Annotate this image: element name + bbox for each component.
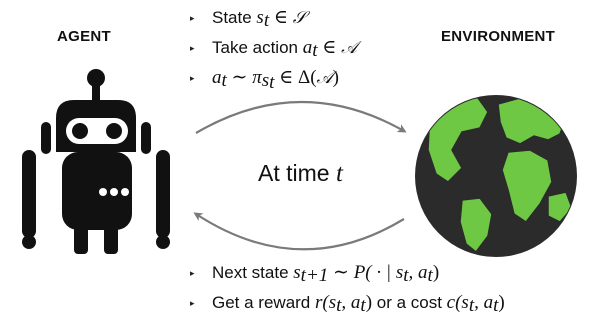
- state-set: 𝒮: [292, 8, 306, 28]
- cost-comma: , a: [474, 292, 494, 313]
- next-state-var: s: [293, 262, 301, 283]
- next-state-label: Next state: [212, 263, 294, 282]
- bullet-icon: ▸: [190, 73, 195, 83]
- list-item-action: ▸ Take action at ∈ 𝒜: [188, 33, 357, 63]
- reward-a-sub: t: [360, 295, 366, 316]
- robot-eye-pupils: [72, 123, 122, 139]
- policy-pi: π: [252, 67, 262, 88]
- policy-var: a: [212, 67, 222, 88]
- reward-label: Get a reward: [212, 293, 315, 312]
- next-state-sub: t+1: [300, 265, 329, 286]
- robot-panel-dots: [99, 188, 129, 196]
- cost-s-sub: t: [468, 295, 475, 316]
- cost-expr: c(s: [446, 292, 469, 313]
- policy-sub: t: [221, 70, 227, 91]
- time-label: At time t: [258, 160, 343, 188]
- list-item-next-state: ▸ Next state st+1 ∼ P( · | st, at): [188, 258, 505, 288]
- bullet-icon: ▸: [190, 298, 195, 308]
- list-item-reward: ▸ Get a reward r(st, at) or a cost c(st,…: [188, 288, 505, 318]
- policy-set: 𝒜: [316, 68, 333, 88]
- next-state-close: ): [432, 262, 440, 283]
- reward-comma: , a: [341, 292, 361, 313]
- arrow-agent-to-environment: [195, 100, 407, 134]
- arrow-environment-to-agent: [193, 212, 405, 251]
- list-item-state: ▸ State st ∈ 𝒮: [188, 3, 357, 33]
- action-sub: t: [312, 40, 318, 61]
- bullet-icon: ▸: [190, 43, 195, 53]
- next-state-expr: ∼ P( · | s: [328, 262, 404, 283]
- robot-icon: [22, 69, 170, 254]
- agent-title: AGENT: [57, 28, 111, 45]
- state-var: s: [256, 7, 264, 28]
- list-item-policy: ▸ at ∼ πst ∈ Δ(𝒜): [188, 63, 357, 93]
- policy-close: ): [332, 67, 339, 88]
- bullet-icon: ▸: [190, 268, 195, 278]
- action-label: Take action: [212, 38, 303, 57]
- policy-rel: ∼: [226, 67, 253, 88]
- environment-response-list: ▸ Next state st+1 ∼ P( · | st, at) ▸ Get…: [188, 258, 505, 318]
- bullet-icon: ▸: [190, 13, 195, 23]
- agent-action-list: ▸ State st ∈ 𝒮 ▸ Take action at ∈ 𝒜 ▸ at…: [188, 3, 357, 93]
- state-label: State: [212, 8, 257, 27]
- next-state-comma: , a: [408, 262, 428, 283]
- action-set: 𝒜: [341, 38, 358, 58]
- state-sub: t: [263, 10, 270, 31]
- cost-label: or a cost: [372, 293, 447, 312]
- next-state-a-sub: t: [427, 265, 433, 286]
- state-rel: ∈: [269, 7, 293, 28]
- next-state-s-sub: t: [403, 265, 409, 286]
- cost-a-sub: t: [493, 295, 499, 316]
- reward-close: ): [365, 292, 373, 313]
- reward-expr: r(s: [315, 292, 337, 313]
- globe-icon: [415, 95, 577, 257]
- time-label-text: At time: [258, 160, 336, 186]
- action-rel: ∈: [317, 37, 342, 58]
- reward-s-sub: t: [336, 295, 342, 316]
- environment-title: ENVIRONMENT: [441, 28, 556, 45]
- cost-close: ): [498, 292, 505, 313]
- policy-rel2: ∈ Δ(: [274, 67, 317, 88]
- time-label-var: t: [335, 160, 343, 187]
- policy-pi-subsub: t: [269, 72, 275, 93]
- action-var: a: [302, 37, 313, 58]
- policy-pi-sub: s: [261, 70, 270, 91]
